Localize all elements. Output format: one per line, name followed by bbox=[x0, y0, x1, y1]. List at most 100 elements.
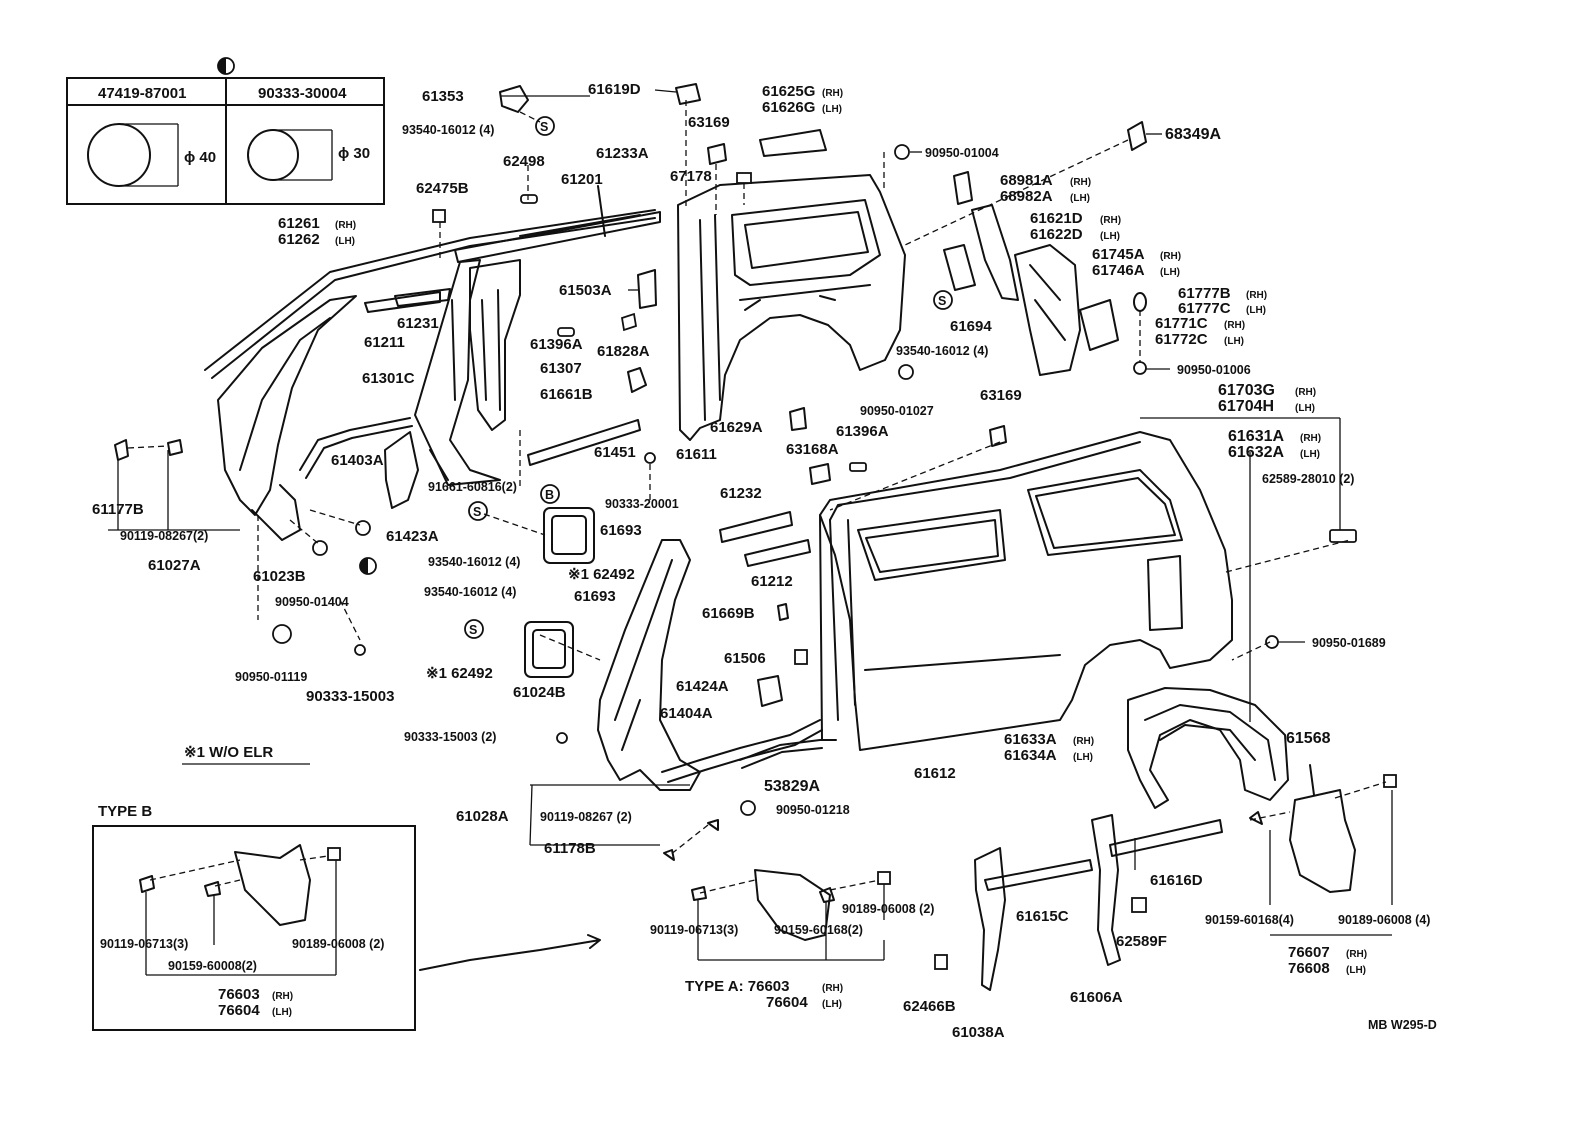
legend-table: 47419-87001 90333-30004 ϕ 40 ϕ 30 bbox=[66, 57, 385, 205]
rh-tag: (RH) bbox=[335, 220, 356, 231]
lh-tag: (LH) bbox=[1300, 449, 1320, 460]
label-61771C: 61771C bbox=[1155, 315, 1208, 332]
lh-tag: (LH) bbox=[1073, 752, 1093, 763]
label-61777B: 61777B bbox=[1178, 285, 1231, 302]
type-b-l1: 90119-06713(3) bbox=[100, 937, 188, 951]
label-62475B: 62475B bbox=[416, 180, 469, 197]
lh-tag: (LH) bbox=[1100, 231, 1120, 242]
grommet-30-shape bbox=[247, 129, 299, 181]
rh-tag: (RH) bbox=[1224, 320, 1245, 331]
wheel-housing-61633A bbox=[1127, 529, 1357, 809]
symbol-s-2: S bbox=[938, 294, 946, 308]
label-68349A: 68349A bbox=[1165, 126, 1221, 143]
front-pillar-lower bbox=[597, 407, 1007, 791]
label-62589F: 62589F bbox=[1116, 933, 1167, 950]
rh-tag: (RH) bbox=[822, 88, 843, 99]
grommet-40-shape bbox=[87, 123, 151, 187]
legend-dim-1: ϕ 40 bbox=[184, 149, 216, 166]
rh-tag: (RH) bbox=[1346, 949, 1367, 960]
label-61503A: 61503A bbox=[559, 282, 612, 299]
label-61233A: 61233A bbox=[596, 145, 649, 162]
label-61404A: 61404A bbox=[660, 705, 713, 722]
label-61615C: 61615C bbox=[1016, 908, 1069, 925]
symbol-s-3: S bbox=[473, 505, 481, 519]
label-61231: 61231 bbox=[397, 315, 439, 332]
rh-tag: (RH) bbox=[822, 983, 843, 994]
label-61301C: 61301C bbox=[362, 370, 415, 387]
label-61777C: 61777C bbox=[1178, 300, 1231, 317]
label-90950-01027: 90950-01027 bbox=[860, 404, 934, 418]
label-61178B: 61178B bbox=[544, 840, 596, 857]
legend-part-1: 47419-87001 bbox=[98, 85, 186, 102]
label-67178: 67178 bbox=[670, 168, 712, 185]
note-elr: ※1 W/O ELR bbox=[184, 744, 273, 761]
label-61669B: 61669B bbox=[702, 605, 755, 622]
lh-tag: (LH) bbox=[1295, 403, 1315, 414]
label-90950-01218: 90950-01218 bbox=[776, 803, 850, 817]
rh-tag: (RH) bbox=[1300, 433, 1321, 444]
label-61745A: 61745A bbox=[1092, 246, 1145, 263]
quarter-panel-61612 bbox=[819, 431, 1233, 751]
label-61693-b: 61693 bbox=[574, 588, 616, 605]
label-90950-01004: 90950-01004 bbox=[925, 146, 999, 160]
label-61261: 61261 bbox=[278, 215, 320, 232]
label-61633A: 61633A bbox=[1004, 731, 1057, 748]
label-61177B: 61177B bbox=[92, 501, 144, 518]
label-90333-15003-b: 90333-15003 (2) bbox=[404, 730, 496, 744]
label-61634A: 61634A bbox=[1004, 747, 1057, 764]
rh-tag: (RH) bbox=[1070, 177, 1091, 188]
label-90333-15003-a: 90333-15003 bbox=[306, 688, 394, 705]
type-a-lh: 76604 bbox=[766, 994, 808, 1011]
lh-tag: (LH) bbox=[1246, 305, 1266, 316]
symbols: S S S S B bbox=[464, 116, 953, 639]
label-61612: 61612 bbox=[914, 765, 956, 782]
label-61631A: 61631A bbox=[1228, 428, 1284, 445]
label-61023B: 61023B bbox=[253, 568, 306, 585]
label-61772C: 61772C bbox=[1155, 331, 1208, 348]
lh-tag: (LH) bbox=[822, 999, 842, 1010]
label-61028A: 61028A bbox=[456, 808, 509, 825]
type-b-l2: 90159-60008(2) bbox=[168, 959, 257, 973]
rh-tag: (RH) bbox=[1295, 387, 1316, 398]
label-61396A-b: 61396A bbox=[836, 423, 889, 440]
label-61201: 61201 bbox=[561, 171, 603, 188]
label-63169-a: 63169 bbox=[688, 114, 730, 131]
symbol-s-1: S bbox=[540, 120, 548, 134]
part-labels: 61353 93540-16012 (4) 61619D 63169 61625… bbox=[92, 81, 1437, 1041]
label-61506: 61506 bbox=[724, 650, 766, 667]
label-90119-a: 90119-08267(2) bbox=[120, 529, 208, 543]
label-61232: 61232 bbox=[720, 485, 762, 502]
type-b-box bbox=[92, 825, 601, 1031]
label-61038A: 61038A bbox=[952, 1024, 1005, 1041]
label-61027A: 61027A bbox=[148, 557, 201, 574]
lh-tag: (LH) bbox=[1160, 267, 1180, 278]
fasteners bbox=[272, 144, 1279, 861]
label-62492-b: ※1 62492 bbox=[426, 665, 493, 682]
label-61212: 61212 bbox=[751, 573, 793, 590]
type-b-l3: 90189-06008 (2) bbox=[292, 937, 384, 951]
label-90950-01006: 90950-01006 bbox=[1177, 363, 1251, 377]
label-61703G: 61703G bbox=[1218, 382, 1275, 399]
label-93540-a: 93540-16012 (4) bbox=[402, 123, 494, 137]
label-61403A: 61403A bbox=[331, 452, 384, 469]
symbol-s-4: S bbox=[469, 623, 477, 637]
lh-tag: (LH) bbox=[1070, 193, 1090, 204]
leader-lines bbox=[108, 89, 1393, 936]
label-61353: 61353 bbox=[422, 88, 464, 105]
diagram-code: MB W295-D bbox=[1368, 1018, 1437, 1032]
lower-frame-parts bbox=[524, 507, 1397, 991]
type-a-l2: 90159-60168(2) bbox=[774, 923, 863, 937]
label-61619D: 61619D bbox=[588, 81, 641, 98]
upper-body-parts bbox=[114, 83, 1147, 541]
legend-dim-2: ϕ 30 bbox=[338, 145, 370, 162]
label-63168A: 63168A bbox=[786, 441, 839, 458]
label-93540-b: 93540-16012 (4) bbox=[896, 344, 988, 358]
label-61625G: 61625G bbox=[762, 83, 815, 100]
label-61424A: 61424A bbox=[676, 678, 729, 695]
rh-tag: (RH) bbox=[1073, 736, 1094, 747]
label-61024B: 61024B bbox=[513, 684, 566, 701]
label-61211: 61211 bbox=[364, 334, 405, 351]
rh-tag: (RH) bbox=[272, 991, 293, 1002]
type-a-l1: 90119-06713(3) bbox=[650, 923, 738, 937]
